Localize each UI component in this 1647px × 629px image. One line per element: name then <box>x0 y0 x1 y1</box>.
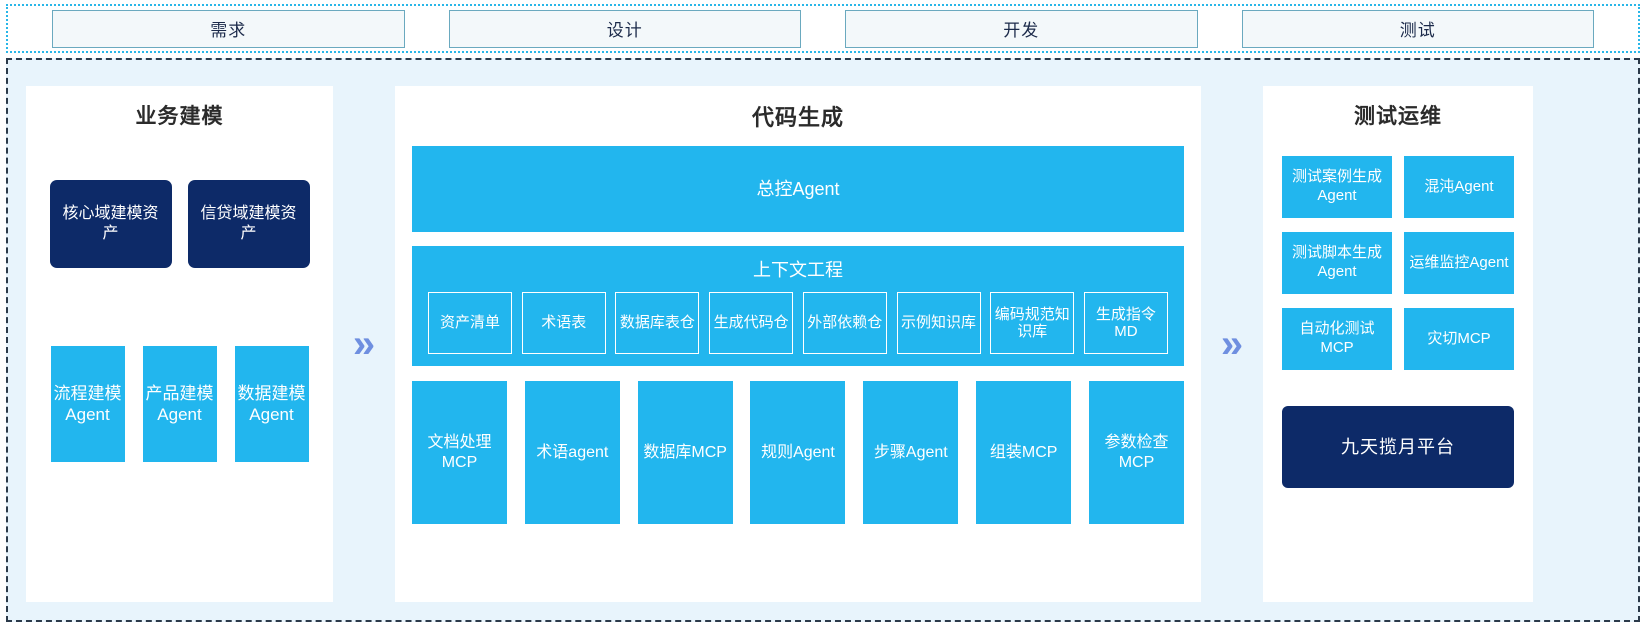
tool-card-document-processing-mcp[interactable]: 文档处理MCP <box>412 381 507 524</box>
tool-card-label: 术语agent <box>536 443 609 461</box>
test-ops-card-grid: 测试案例生成Agent 混沌Agent 测试脚本生成Agent 运维监控Agen… <box>1282 156 1514 370</box>
context-item-label: 数据库表仓 <box>619 314 695 332</box>
agent-card-label: 流程建模Agent <box>53 383 122 424</box>
agent-card-label: 数据建模Agent <box>237 383 306 424</box>
test-ops-card-label: 自动化测试MCP <box>1299 320 1375 356</box>
stage-box-testing[interactable]: 测试 <box>1241 9 1594 48</box>
context-item-label: 外部依赖仓 <box>807 314 883 332</box>
chevron-glyph: » <box>1220 322 1244 366</box>
modeling-agent-row: 流程建模Agent 产品建模Agent 数据建模Agent <box>50 346 309 462</box>
tool-card-label: 组装MCP <box>989 443 1058 461</box>
stage-strip: 需求 设计 开发 测试 <box>6 4 1640 53</box>
agent-card-process-modeling[interactable]: 流程建模Agent <box>50 346 125 462</box>
test-ops-card-test-case-generation-agent[interactable]: 测试案例生成Agent <box>1282 156 1392 218</box>
context-item-label: 生成指令MD <box>1095 305 1156 340</box>
panel-business-modeling: 业务建模 核心域建模资产 信贷域建模资产 流程建模Agent 产品建模Agent… <box>26 86 333 602</box>
panel-title-code-generation: 代码生成 <box>751 105 844 130</box>
agent-card-data-modeling[interactable]: 数据建模Agent <box>234 346 309 462</box>
context-item-label: 示例知识库 <box>901 314 977 332</box>
tool-card-parameter-check-mcp[interactable]: 参数检查MCP <box>1088 381 1184 524</box>
tool-card-glossary-agent[interactable]: 术语agent <box>524 381 620 524</box>
panel-title-business-modeling: 业务建模 <box>135 105 224 128</box>
context-item-label: 术语表 <box>541 314 587 332</box>
panel-code-generation: 代码生成 总控Agent 上下文工程 资产清单 术语表 数据库表仓 生成代码仓 … <box>395 86 1201 602</box>
panel-test-ops: 测试运维 测试案例生成Agent 混沌Agent 测试脚本生成Agent 运维监… <box>1263 86 1533 602</box>
asset-card-credit-domain[interactable]: 信贷域建模资产 <box>187 180 310 268</box>
test-ops-card-label: 混沌Agent <box>1424 177 1494 195</box>
test-ops-card-automated-test-mcp[interactable]: 自动化测试MCP <box>1282 308 1392 370</box>
panel-title-test-ops: 测试运维 <box>1354 105 1442 128</box>
test-ops-card-label: 测试案例生成Agent <box>1291 168 1382 204</box>
context-item-coding-standard-knowledge-base[interactable]: 编码规范知识库 <box>990 292 1075 354</box>
columns-layout: 业务建模 核心域建模资产 信贷域建模资产 流程建模Agent 产品建模Agent… <box>8 60 1638 620</box>
asset-card-core-domain[interactable]: 核心域建模资产 <box>49 180 172 268</box>
stage-box-requirements[interactable]: 需求 <box>52 9 405 48</box>
stage-label: 需求 <box>210 21 247 40</box>
chevron-glyph: » <box>352 322 376 366</box>
test-ops-card-test-script-generation-agent[interactable]: 测试脚本生成Agent <box>1282 232 1392 294</box>
agent-card-product-modeling[interactable]: 产品建模Agent <box>142 346 217 462</box>
stage-label: 设计 <box>606 21 643 40</box>
stage-box-development[interactable]: 开发 <box>845 9 1198 48</box>
stage-label: 开发 <box>1003 21 1040 40</box>
agent-card-label: 产品建模Agent <box>145 383 214 424</box>
platform-card-label: 九天揽月平台 <box>1341 436 1455 457</box>
test-ops-card-ops-monitoring-agent[interactable]: 运维监控Agent <box>1404 232 1514 294</box>
center-panel-body: 总控Agent 上下文工程 资产清单 术语表 数据库表仓 生成代码仓 外部依赖仓… <box>395 132 1201 538</box>
context-item-label: 资产清单 <box>439 314 500 332</box>
test-ops-card-chaos-agent[interactable]: 混沌Agent <box>1404 156 1514 218</box>
context-item-asset-list[interactable]: 资产清单 <box>428 292 512 354</box>
asset-card-label: 核心域建模资产 <box>62 205 159 242</box>
context-engineering-block: 上下文工程 资产清单 术语表 数据库表仓 生成代码仓 外部依赖仓 示例知识库 编… <box>412 246 1184 366</box>
context-item-generation-instruction-md[interactable]: 生成指令MD <box>1083 292 1168 354</box>
context-item-row: 资产清单 术语表 数据库表仓 生成代码仓 外部依赖仓 示例知识库 编码规范知识库… <box>412 292 1184 354</box>
asset-card-row: 核心域建模资产 信贷域建模资产 <box>49 180 310 268</box>
tool-card-label: 规则Agent <box>761 443 835 461</box>
asset-card-label: 信贷域建模资产 <box>200 205 297 242</box>
double-chevron-right-icon-right: » <box>1201 86 1263 602</box>
tool-card-row: 文档处理MCP 术语agent 数据库MCP 规则Agent 步骤Agent 组… <box>412 381 1184 524</box>
main-region: 业务建模 核心域建模资产 信贷域建模资产 流程建模Agent 产品建模Agent… <box>6 58 1640 622</box>
tool-card-label: 文档处理MCP <box>427 433 492 471</box>
tool-card-step-agent[interactable]: 步骤Agent <box>863 381 959 524</box>
context-item-generated-code-repo[interactable]: 生成代码仓 <box>709 292 794 354</box>
tool-card-label: 步骤Agent <box>873 443 948 461</box>
context-item-label: 编码规范知识库 <box>994 305 1070 340</box>
master-agent-label: 总控Agent <box>756 178 840 199</box>
tool-card-label: 参数检查MCP <box>1104 433 1169 471</box>
tool-card-assembly-mcp[interactable]: 组装MCP <box>976 381 1072 524</box>
tool-card-label: 数据库MCP <box>643 443 727 461</box>
context-item-external-dependency-repo[interactable]: 外部依赖仓 <box>802 292 887 354</box>
context-engineering-heading: 上下文工程 <box>753 260 843 280</box>
stage-box-design[interactable]: 设计 <box>448 9 801 48</box>
master-agent-bar[interactable]: 总控Agent <box>412 146 1184 232</box>
tool-card-database-mcp[interactable]: 数据库MCP <box>637 381 733 524</box>
tool-card-rule-agent[interactable]: 规则Agent <box>750 381 846 524</box>
context-item-db-table-repo[interactable]: 数据库表仓 <box>615 292 700 354</box>
test-ops-card-label: 运维监控Agent <box>1409 253 1509 271</box>
context-item-example-knowledge-base[interactable]: 示例知识库 <box>896 292 981 354</box>
double-chevron-right-icon-left: » <box>333 86 395 602</box>
test-ops-card-label: 灾切MCP <box>1427 329 1491 347</box>
context-item-glossary[interactable]: 术语表 <box>521 292 606 354</box>
test-ops-card-label: 测试脚本生成Agent <box>1291 244 1382 280</box>
test-ops-card-disaster-switch-mcp[interactable]: 灾切MCP <box>1404 308 1514 370</box>
stage-label: 测试 <box>1399 21 1436 40</box>
context-item-label: 生成代码仓 <box>713 314 789 332</box>
platform-card-jiutian-lanyue[interactable]: 九天揽月平台 <box>1282 406 1514 488</box>
